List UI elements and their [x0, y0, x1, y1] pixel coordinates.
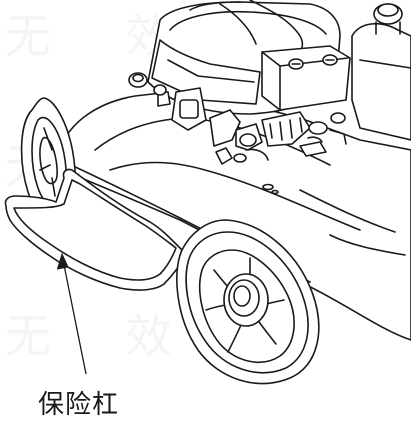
- engine-filler: [132, 73, 144, 83]
- rear-wheel-spoke: [39, 127, 56, 197]
- front-wheel-hub-cap: [233, 285, 251, 307]
- engine-shroud-ridge: [219, 3, 257, 45]
- watermark: 无 效: [5, 0, 202, 66]
- engine-parts: [330, 112, 346, 124]
- engine-parts: [233, 153, 247, 163]
- engine-face-edge: [167, 59, 255, 83]
- engine-parts: [308, 121, 328, 135]
- engine-parts: [215, 147, 233, 165]
- oil-cap-block: [261, 45, 351, 111]
- fuel-tank: [351, 23, 411, 141]
- deck-contour: [329, 234, 406, 256]
- engine-parts: [239, 133, 257, 147]
- watermark: 无 效: [5, 300, 202, 366]
- engine-parts: [299, 141, 327, 157]
- front-bumper-inner: [13, 179, 177, 281]
- engine-parts: [261, 111, 311, 147]
- fuel-tank-edge: [359, 59, 411, 69]
- engine-shroud-top: [169, 10, 327, 35]
- callout-arrowhead: [56, 252, 69, 270]
- deck-contour: [299, 189, 396, 233]
- deck-bolt: [262, 183, 274, 191]
- fuel-cap-top: [377, 3, 399, 17]
- engine-shroud-ridge: [189, 1, 241, 11]
- engine-parts: [245, 148, 269, 161]
- engine-side-face: [151, 39, 261, 105]
- deck-bolt: [271, 189, 279, 195]
- callout-leader: [63, 264, 87, 375]
- callout-label-bumper: 保险杠: [38, 390, 120, 420]
- deck-contour: [109, 161, 361, 231]
- carburetor-box: [179, 99, 199, 119]
